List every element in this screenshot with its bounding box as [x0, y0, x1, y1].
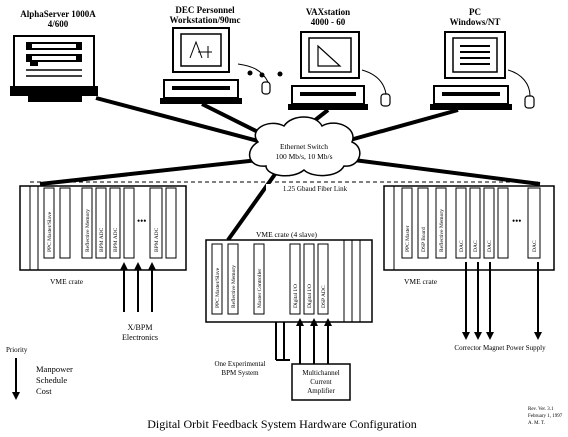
ethernet-label-line1: Ethernet Switch: [280, 142, 328, 151]
right-card-label: DAC: [459, 240, 465, 252]
vme-crate-right: PPC Master DSP Board Reflective Memory D…: [383, 185, 555, 286]
bpm-system-label-line2: BPM System: [221, 369, 259, 377]
center-card-label: Digital I/O: [307, 284, 313, 308]
bpm-electronics-label-line2: Electronics: [122, 333, 158, 342]
vaxstation-computer: VAXstation 4000 - 60: [288, 7, 391, 110]
fiber-label: 1.25 Gbaud Fiber Link: [283, 185, 348, 193]
right-ellipsis: •••: [512, 216, 521, 226]
amplifier-links: [275, 318, 332, 364]
right-card-label: DAC: [487, 240, 493, 252]
priority-item: Cost: [36, 386, 52, 396]
left-ellipsis: •••: [137, 216, 146, 226]
left-card-label: Reflective Memory: [84, 209, 91, 252]
left-card-label: BPM ADC: [113, 227, 119, 252]
revision-line: A. M. T.: [528, 421, 545, 426]
right-card-label: DSP Board: [421, 227, 427, 252]
amplifier-label-line2: Current: [310, 378, 331, 386]
priority-heading: Priority: [6, 346, 28, 354]
center-crate-label: VME crate (4 slave): [256, 230, 318, 239]
revision-line: Rev. Ver. 3.1: [528, 407, 554, 412]
left-crate-label: VME crate: [50, 277, 84, 286]
alphaserver-label-line1: AlphaServer 1000A: [20, 9, 96, 19]
center-card-label: DSP ADC: [321, 285, 327, 308]
pc-label-line2: Windows/NT: [450, 17, 501, 27]
amplifier-label-line3: Amplifier: [307, 387, 335, 395]
fiber-link: 1.25 Gbaud Fiber Link: [30, 181, 540, 193]
revision-line: February 1, 1997: [528, 414, 563, 419]
pc-computer: PC Windows/NT: [430, 7, 535, 110]
left-card-label: BPM ADC: [99, 227, 105, 252]
ethernet-label-line2: 100 Mb/s, 10 Mb/s: [275, 152, 332, 161]
alphaserver-computer: AlphaServer 1000A 4/600: [10, 9, 98, 102]
right-card-label: Reflective Memory: [438, 209, 445, 252]
bpm-input-arrows: [120, 262, 156, 312]
dec-workstation-computer: DEC Personnel Workstation/90mc: [160, 5, 283, 104]
alphaserver-label-line2: 4/600: [48, 19, 69, 29]
amplifier-label-line1: Multichannel: [302, 369, 339, 377]
right-card-label: DAC: [532, 240, 538, 252]
priority-item: Manpower: [36, 364, 73, 374]
vax-label-line2: 4000 - 60: [311, 17, 346, 27]
vme-crate-center: PPC Master/Slave Reflective Memory Maste…: [205, 230, 373, 323]
center-card-label: Reflective Memory: [230, 265, 237, 308]
pc-label-line1: PC: [469, 7, 481, 17]
center-card-label: PPC Master/Slave: [215, 267, 221, 308]
left-card-label: BPM ADC: [154, 227, 160, 252]
priority-legend: Priority Manpower Schedule Cost: [6, 346, 73, 400]
left-card-label: PPC Master/Slave: [47, 211, 53, 252]
vme-crate-left: PPC Master/Slave Reflective Memory BPM A…: [19, 185, 187, 286]
right-card-label: PPC Master: [405, 225, 411, 252]
diagram-title: Digital Orbit Feedback System Hardware C…: [147, 417, 417, 431]
corrector-label: Corrector Magnet Power Supply: [454, 344, 546, 352]
dec-label-line2: Workstation/90mc: [170, 15, 241, 25]
right-card-label: DAC: [473, 240, 479, 252]
right-crate-label: VME crate: [404, 277, 438, 286]
corrector-output-arrows: [462, 262, 542, 340]
center-card-label: Master Controller: [257, 269, 263, 308]
amplifier-box: Multichannel Current Amplifier: [291, 363, 351, 401]
dec-label-line1: DEC Personnel: [175, 5, 235, 15]
revision-block: Rev. Ver. 3.1 February 1, 1997 A. M. T.: [528, 407, 563, 426]
bpm-electronics-label-line1: X/BPM: [128, 323, 153, 332]
ethernet-switch-cloud: Ethernet Switch 100 Mb/s, 10 Mb/s: [248, 116, 361, 177]
vax-label-line1: VAXstation: [306, 7, 350, 17]
priority-item: Schedule: [36, 375, 67, 385]
center-card-label: Digital I/O: [293, 284, 299, 308]
bpm-system-label-line1: One Experimental: [214, 360, 265, 368]
